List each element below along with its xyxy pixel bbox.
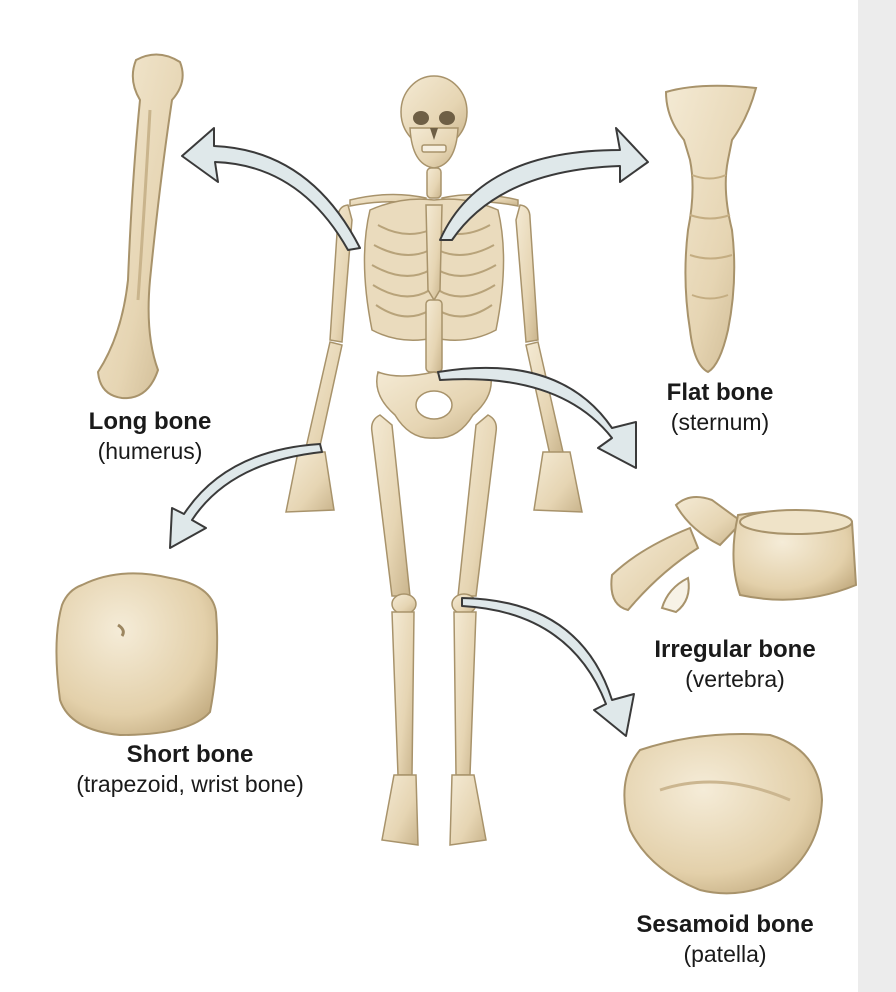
teeth [421,144,447,153]
flat-bone-example: (sternum) [670,409,770,435]
label-long-bone: Long bone (humerus) [70,407,230,466]
long-bone-title: Long bone [88,408,212,435]
long-bone-humerus [96,53,184,400]
foot-left [381,774,419,846]
pelvis-opening [415,390,453,420]
eye-socket-right [439,111,455,125]
foot-right [449,774,487,846]
patella-left [391,593,417,615]
arrow-to-long-bone [181,127,361,251]
arrow-to-flat-bone [439,127,649,241]
lumbar-spine [425,299,443,373]
sesamoid-bone-title: Sesamoid bone [636,911,814,938]
hand-right [533,451,583,513]
sternum [425,204,443,302]
label-flat-bone: Flat bone (sternum) [640,378,800,437]
irregular-bone-example: (vertebra) [685,666,785,692]
sternum-ridges [689,174,733,300]
nasal-cavity [430,128,438,140]
short-bone-trapezoid [55,572,219,737]
forearm-left [304,341,343,456]
flat-bone-title: Flat bone [666,379,774,406]
arrow-to-irregular-bone [437,366,637,469]
short-bone-example: (trapezoid, wrist bone) [76,771,304,797]
page-edge [858,0,896,992]
eye-socket-left [413,111,429,125]
long-bone-ridge [136,109,152,301]
label-sesamoid-bone: Sesamoid bone (patella) [600,910,850,969]
forearm-right [525,341,564,456]
flat-bone-sternum [664,84,758,374]
sesamoid-bone-patella [623,733,824,895]
arrow-to-sesamoid-bone [461,597,635,737]
patella-texture [659,780,791,802]
femur-left [370,414,411,597]
arrow-to-short-bone [169,443,323,549]
label-irregular-bone: Irregular bone (vertebra) [620,635,850,694]
long-bone-example: (humerus) [97,438,203,464]
skeleton [285,75,583,846]
irregular-bone-vertebra [610,495,858,614]
humerus-right [515,204,539,343]
irregular-bone-title: Irregular bone [654,636,816,663]
cervical-spine [426,167,442,199]
sesamoid-bone-example: (patella) [683,941,767,967]
femur-right [457,414,498,597]
tibia-left [391,611,415,776]
short-bone-title: Short bone [126,741,254,768]
label-short-bone: Short bone (trapezoid, wrist bone) [40,740,340,799]
hand-left [285,451,335,513]
arrows [169,127,649,737]
tibia-right [453,611,477,776]
short-bone-mark [117,623,125,637]
